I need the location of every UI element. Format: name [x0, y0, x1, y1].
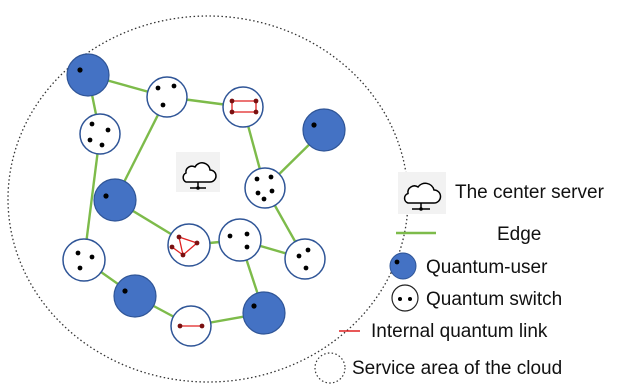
quantum-switch — [284, 238, 326, 280]
quantum-switch — [222, 86, 264, 128]
legend-user-symbol — [389, 252, 417, 280]
legend-label-quantum-switch: Quantum switch — [426, 289, 563, 310]
quantum-switch — [244, 167, 286, 209]
cloud-server-icon — [176, 152, 220, 192]
quantum-user — [113, 274, 157, 318]
quantum-user — [242, 291, 286, 335]
legend-server-icon — [398, 172, 446, 214]
legend-label-edge: Edge — [497, 224, 542, 245]
quantum-user — [93, 178, 137, 222]
quantum-switches — [62, 76, 326, 347]
quantum-switch — [167, 223, 211, 267]
legend-service-area-symbol — [314, 352, 346, 384]
legend-label-quantum-user: Quantum-user — [426, 257, 548, 278]
legend — [314, 172, 446, 384]
quantum-switch — [62, 238, 106, 282]
quantum-switch — [79, 113, 121, 155]
legend-label-internal-link: Internal quantum link — [371, 321, 548, 342]
quantum-switch — [146, 76, 188, 118]
quantum-user — [302, 108, 346, 152]
quantum-switch — [218, 218, 262, 262]
quantum-users — [66, 53, 346, 335]
legend-label-service-area: Service area of the cloud — [352, 358, 563, 379]
quantum-switch — [170, 305, 212, 347]
internal-links — [171, 236, 198, 256]
legend-switch-symbol — [391, 284, 419, 312]
legend-label-center-server: The center server — [455, 182, 604, 203]
quantum-user — [66, 53, 110, 97]
